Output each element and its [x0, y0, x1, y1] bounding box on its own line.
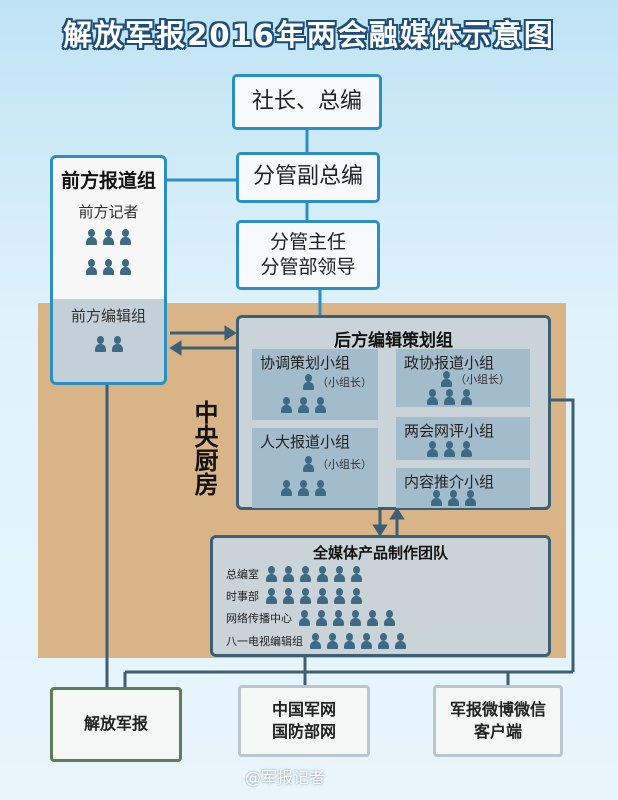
front-title: 前方报道组	[60, 170, 156, 192]
person-icon	[315, 397, 326, 413]
back-title: 后方编辑策划组	[334, 331, 453, 351]
person-icon	[431, 490, 442, 506]
person-icon	[395, 633, 406, 649]
person-icon	[444, 441, 455, 457]
person-icon	[327, 633, 338, 649]
back-editing-box: 后方编辑策划组 协调策划小组 （小组长） 人大报道小组 （小组长） 政协报道小组…	[236, 315, 551, 510]
deputy-label: 分管副总编	[252, 164, 363, 190]
person-icon	[310, 633, 321, 649]
group-cppcc: 政协报道小组 （小组长）	[396, 349, 530, 407]
group-npc: 人大报道小组 （小组长）	[252, 428, 378, 508]
leader-note: （小组长）	[455, 373, 510, 386]
front-editors-label: 前方编辑组	[70, 307, 146, 325]
person-icon	[351, 588, 362, 604]
team-row-label: 时事部	[226, 590, 259, 603]
person-icon	[94, 336, 106, 352]
person-icon	[361, 633, 372, 649]
deputy-editor-box: 分管副总编	[236, 152, 380, 203]
person-icon	[367, 610, 378, 626]
group-coordination: 协调策划小组 （小组长）	[252, 349, 378, 420]
editor-icons	[53, 336, 164, 356]
person-icon	[461, 441, 472, 457]
leader-note: （小组长）	[317, 458, 372, 471]
person-icon	[103, 229, 114, 245]
person-icon	[317, 588, 328, 604]
person-icon	[120, 229, 131, 245]
group-label: 内容推介小组	[404, 473, 495, 491]
watermark: @军报记者	[245, 768, 326, 787]
front-reporting-box: 前方报道组 前方记者 前方编辑组	[50, 155, 167, 385]
social-label-1: 军报微博微信	[449, 699, 546, 719]
team-row-label: 总编室	[226, 568, 259, 581]
person-icon	[427, 441, 438, 457]
person-icon	[448, 490, 459, 506]
person-icon	[315, 480, 326, 496]
social-label-2: 客户端	[473, 722, 522, 741]
person-icon	[300, 566, 311, 582]
person-icon	[465, 490, 476, 506]
output-social: 军报微博微信客户端	[433, 685, 563, 757]
department-leader-label: 分管部领导	[260, 256, 356, 278]
newspaper-label: 解放军报	[83, 714, 148, 734]
person-icon	[317, 566, 328, 582]
person-icon	[351, 566, 362, 582]
person-icon	[350, 610, 361, 626]
person-icon	[283, 588, 294, 604]
person-icon	[298, 397, 309, 413]
person-icon	[86, 229, 97, 245]
person-icon	[333, 610, 344, 626]
media-production-team-box: 全媒体产品制作团队 总编室 时事部 网络传播中心 八一电视编辑组	[210, 535, 551, 657]
person-icon	[283, 566, 294, 582]
output-newspaper: 解放军报	[50, 687, 182, 762]
person-icon	[303, 374, 314, 390]
person-icon	[427, 389, 438, 405]
page-title: 解放军报2016年两会融媒体示意图	[63, 18, 555, 52]
person-icon	[299, 610, 310, 626]
group-promotion: 内容推介小组	[396, 468, 530, 508]
web-label-2: 国防部网	[271, 722, 336, 741]
president-box: 社长、总编	[232, 74, 382, 130]
output-websites: 中国军网国防部网	[238, 685, 370, 757]
central-kitchen-label: 中央厨房	[190, 400, 218, 496]
person-icon	[378, 633, 389, 649]
person-icon	[120, 259, 131, 275]
team-row-label: 网络传播中心	[226, 612, 292, 625]
person-icon	[266, 566, 277, 582]
person-icon	[111, 336, 123, 352]
person-icon	[300, 588, 311, 604]
person-icon	[86, 259, 97, 275]
person-icon	[384, 610, 395, 626]
person-icon	[103, 259, 114, 275]
person-icon	[441, 371, 452, 387]
group-label: 政协报道小组	[404, 354, 495, 372]
person-icon	[281, 397, 292, 413]
person-icon	[334, 566, 345, 582]
group-label: 协调策划小组	[260, 354, 351, 372]
person-icon	[266, 588, 277, 604]
group-commentary: 两会网评小组	[396, 417, 530, 460]
team-title: 全媒体产品制作团队	[312, 544, 448, 562]
group-label: 人大报道小组	[260, 433, 351, 451]
person-icon	[334, 588, 345, 604]
team-row-label: 八一电视编辑组	[226, 635, 303, 648]
reporter-icons	[53, 229, 164, 279]
director-box: 分管主任分管部领导	[236, 220, 380, 290]
web-label-1: 中国军网	[271, 699, 336, 719]
person-icon	[344, 633, 355, 649]
director-label: 分管主任	[269, 231, 346, 254]
president-label: 社长、总编	[251, 88, 362, 114]
person-icon	[303, 456, 314, 472]
front-reporters-label: 前方记者	[78, 203, 139, 221]
leader-note: （小组长）	[317, 376, 372, 389]
person-icon	[298, 480, 309, 496]
person-icon	[461, 389, 472, 405]
person-icon	[444, 389, 455, 405]
person-icon	[281, 480, 292, 496]
group-label: 两会网评小组	[404, 422, 495, 440]
person-icon	[316, 610, 327, 626]
